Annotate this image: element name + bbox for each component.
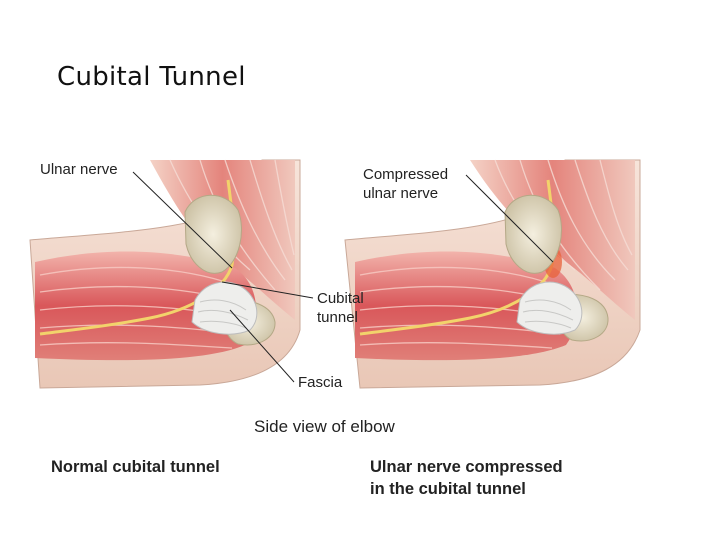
elbow-illustration bbox=[29, 159, 641, 389]
label-ulnar-nerve: Ulnar nerve bbox=[40, 161, 118, 178]
compressed-elbow-drawing bbox=[344, 159, 641, 389]
label-cubital-tunnel: Cubital tunnel bbox=[317, 289, 364, 327]
leader-line-cubital-tunnel bbox=[221, 281, 314, 299]
label-compressed-ulnar-nerve: Compressed ulnar nerve bbox=[363, 165, 448, 203]
label-fascia: Fascia bbox=[298, 374, 343, 391]
caption-compressed-line1: Ulnar nerve compressed bbox=[370, 458, 563, 476]
label-compressed-line2: ulnar nerve bbox=[363, 185, 439, 202]
leader-line-ulnar-nerve bbox=[132, 171, 233, 269]
slide-title: Cubital Tunnel bbox=[57, 62, 246, 92]
leader-line-fascia bbox=[229, 309, 295, 383]
caption-compressed-line2: in the cubital tunnel bbox=[370, 480, 526, 498]
label-cubital-line1: Cubital bbox=[317, 290, 364, 307]
caption-compressed: Ulnar nerve compressed in the cubital tu… bbox=[370, 456, 563, 500]
normal-elbow-drawing bbox=[29, 159, 301, 389]
label-cubital-line2: tunnel bbox=[317, 309, 358, 326]
caption-normal: Normal cubital tunnel bbox=[51, 458, 220, 476]
label-compressed-line1: Compressed bbox=[363, 166, 449, 183]
medial-epicondyle-bone bbox=[504, 194, 562, 274]
view-caption: Side view of elbow bbox=[254, 417, 395, 436]
leader-line-compressed-nerve bbox=[465, 174, 554, 263]
medial-epicondyle-bone bbox=[184, 194, 242, 274]
